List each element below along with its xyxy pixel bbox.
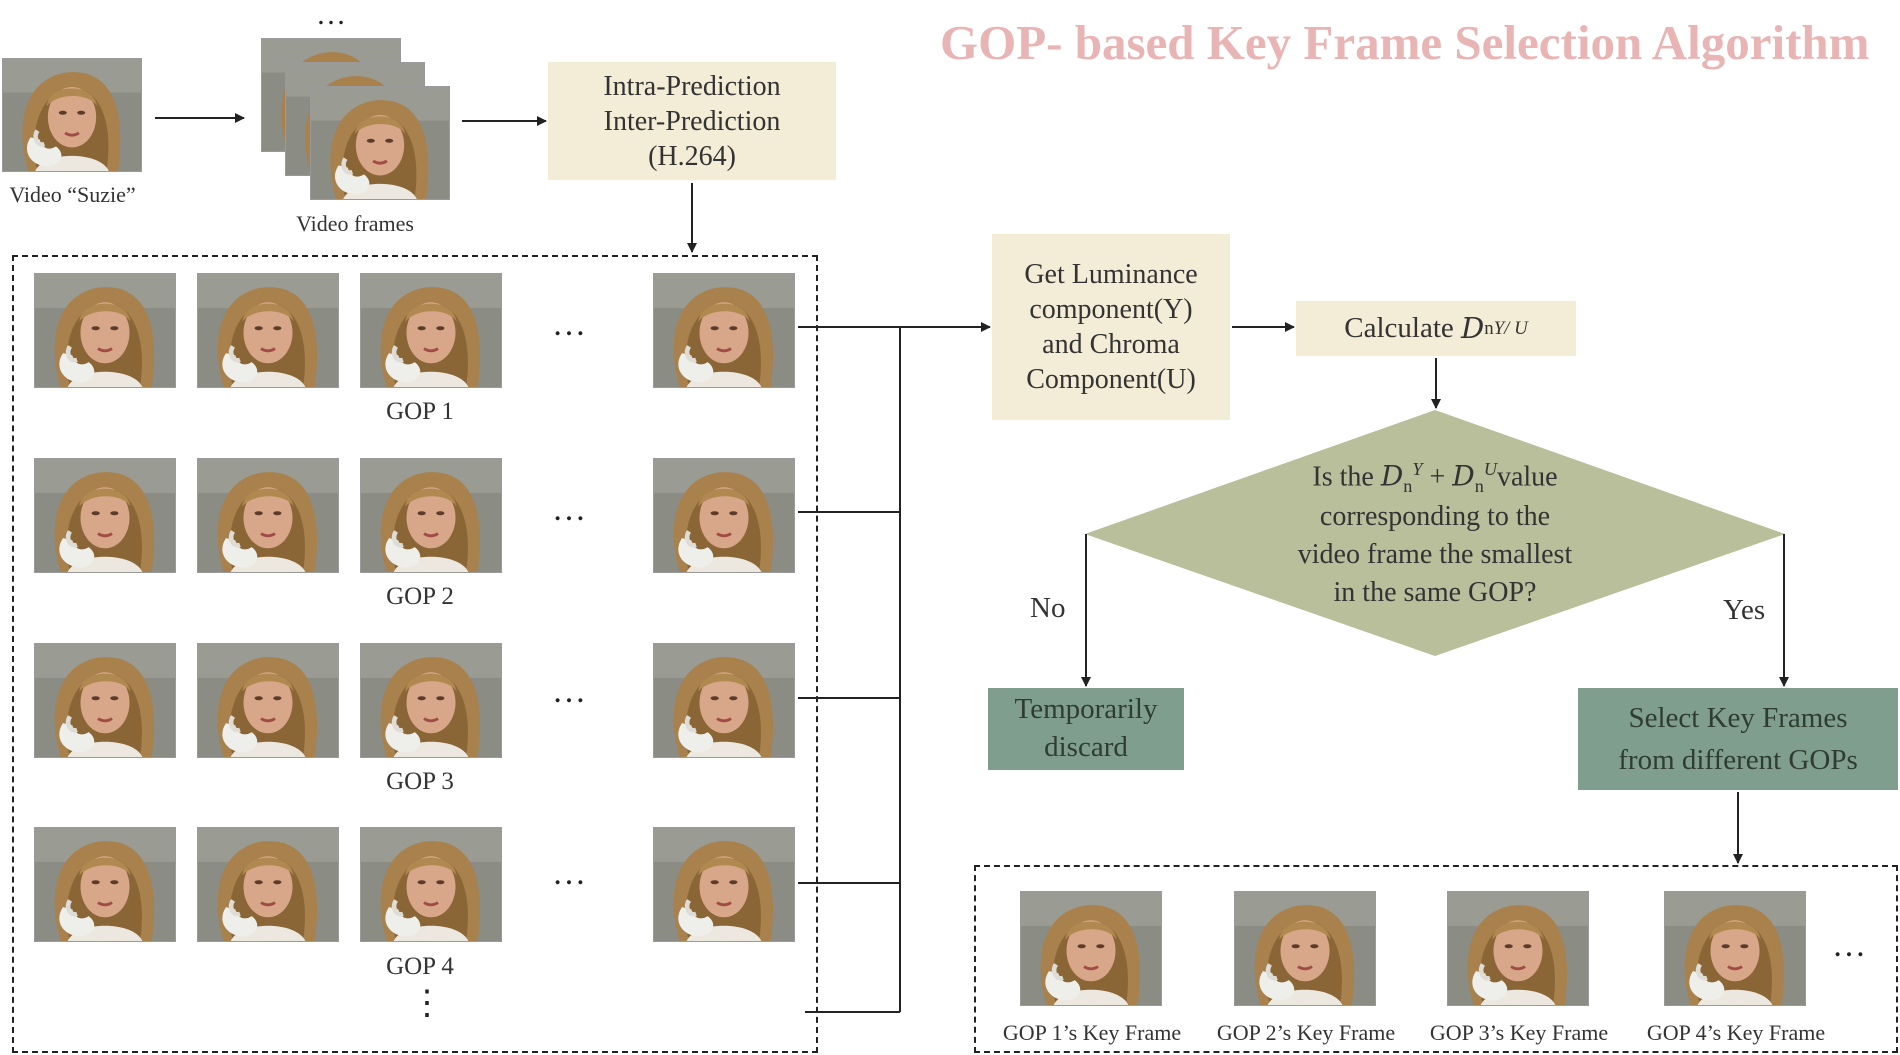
video-thumbnail [2, 58, 142, 172]
gop1-label: GOP 1 [386, 398, 454, 425]
component-line-2: component(Y) [1029, 294, 1193, 325]
gop2-frame-3 [360, 458, 502, 573]
gop1-frame-1 [34, 273, 176, 388]
calculate-text: Calculate [1344, 312, 1454, 345]
gop3-frame-2 [197, 643, 339, 758]
decision-line-2: corresponding to the [1319, 501, 1551, 533]
frames-caption: Video frames [296, 211, 414, 236]
gop1-frame-3 [360, 273, 502, 388]
gop3-ellipsis: … [552, 673, 588, 710]
gop4-frame-last [653, 827, 795, 942]
component-box: Get Luminance component(Y) and Chroma Co… [992, 234, 1230, 420]
gop2-frame-1 [34, 458, 176, 573]
video-caption: Video “Suzie” [9, 182, 136, 207]
video-frame-front [310, 86, 450, 200]
gop2-frame-2 [197, 458, 339, 573]
gop4-ellipsis: … [552, 855, 588, 892]
component-line-3: and Chroma [1042, 329, 1180, 360]
gop3-frame-last [653, 643, 795, 758]
decision-line-3: video frame the smallest [1297, 539, 1573, 571]
key-frame-2-caption: GOP 2’s Key Frame [1216, 1020, 1396, 1045]
gop-container [12, 255, 818, 1053]
gop1-frame-last [653, 273, 795, 388]
no-label: No [1030, 592, 1066, 624]
key-frame-1-caption: GOP 1’s Key Frame [1002, 1020, 1182, 1045]
select-box: Select Key Frames from different GOPs [1578, 688, 1898, 790]
gop2-label: GOP 2 [386, 583, 454, 610]
frames-stack-ellipsis: … [316, 0, 348, 31]
gop4-frame-1 [34, 827, 176, 942]
gop3-frame-3 [360, 643, 502, 758]
decision-text: Is the DnY + DnUvalue corresponding to t… [1225, 457, 1645, 612]
encoder-line-2: Inter-Prediction [603, 105, 781, 137]
select-line-1: Select Key Frames [1628, 701, 1848, 734]
encoder-line-3: (H.264) [648, 140, 736, 172]
key-frames-container [974, 865, 1898, 1053]
component-line-4: Component(U) [1026, 364, 1196, 395]
key-frame-3 [1447, 891, 1589, 1006]
key-frame-4 [1664, 891, 1806, 1006]
key-frame-4-caption: GOP 4’s Key Frame [1646, 1020, 1826, 1045]
gop2-ellipsis: … [552, 491, 588, 528]
discard-line-1: Temporarily [1014, 693, 1158, 726]
decision-line-4: in the same GOP? [1333, 577, 1537, 609]
key-frames-ellipsis: … [1832, 927, 1868, 964]
calculate-var: D [1461, 311, 1485, 346]
component-line-1: Get Luminance [1024, 259, 1198, 290]
calculate-sub: n [1484, 317, 1494, 339]
key-frame-1 [1020, 891, 1162, 1006]
yes-label: Yes [1723, 594, 1766, 626]
key-frame-2 [1234, 891, 1376, 1006]
discard-box: Temporarily discard [988, 688, 1184, 770]
gop4-frame-3 [360, 827, 502, 942]
gop1-frame-2 [197, 273, 339, 388]
decision-diamond [1085, 410, 1785, 656]
encoder-line-1: Intra-Prediction [603, 70, 781, 102]
gop4-frame-2 [197, 827, 339, 942]
page-title: GOP- based Key Frame Selection Algorithm [940, 15, 1870, 70]
calculate-sup: Y/ U [1493, 317, 1528, 339]
gop4-label: GOP 4 [386, 953, 454, 980]
gop2-frame-last [653, 458, 795, 573]
gop3-frame-1 [34, 643, 176, 758]
select-line-2: from different GOPs [1618, 744, 1858, 776]
gop1-ellipsis: … [552, 306, 588, 343]
gop3-label: GOP 3 [386, 768, 454, 795]
decision-line-1: Is the DnY + DnUvalue [1312, 459, 1558, 496]
discard-line-2: discard [1044, 731, 1128, 763]
encoder-box: Intra-Prediction Inter-Prediction (H.264… [548, 62, 836, 180]
key-frame-3-caption: GOP 3’s Key Frame [1429, 1020, 1609, 1045]
